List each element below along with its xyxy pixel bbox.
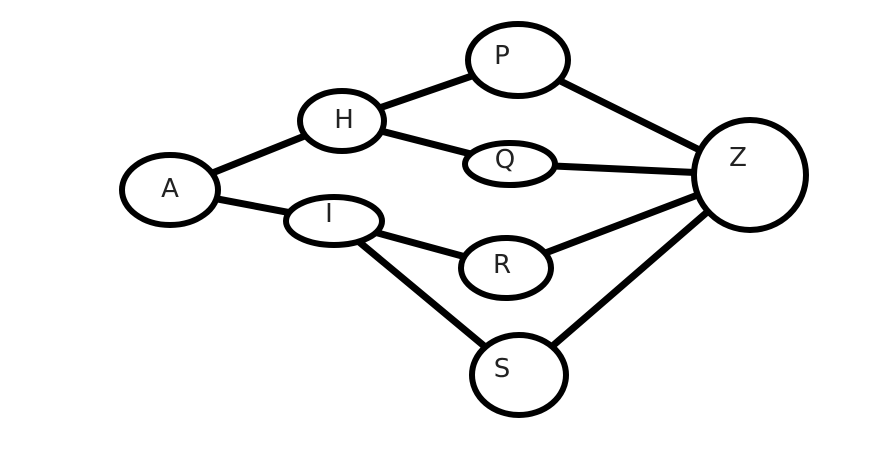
node-q: Q <box>462 140 558 188</box>
nodes-layer: A H I P Q R S Z <box>119 21 809 418</box>
node-h-label: H <box>334 105 354 135</box>
node-q-shape <box>462 140 558 188</box>
node-z-shape <box>691 117 809 233</box>
node-i: I <box>283 194 385 248</box>
node-i-label: I <box>325 199 333 229</box>
node-p-label: P <box>494 41 510 71</box>
node-a-shape <box>119 152 221 228</box>
node-z-label: Z <box>729 143 747 173</box>
node-h: H <box>297 88 387 154</box>
node-i-shape <box>283 194 385 248</box>
edges-layer <box>166 56 754 379</box>
node-r-label: R <box>493 250 511 280</box>
node-z: Z <box>691 117 809 233</box>
node-h-shape <box>297 88 387 154</box>
node-p-shape <box>465 21 571 99</box>
node-a-label: A <box>161 174 179 204</box>
node-p: P <box>465 21 571 99</box>
node-r-shape <box>458 235 554 301</box>
node-q-label: Q <box>495 145 515 175</box>
node-r: R <box>458 235 554 301</box>
node-a: A <box>119 152 221 228</box>
node-s-label: S <box>494 354 511 384</box>
node-s: S <box>469 332 569 418</box>
node-s-shape <box>469 332 569 418</box>
